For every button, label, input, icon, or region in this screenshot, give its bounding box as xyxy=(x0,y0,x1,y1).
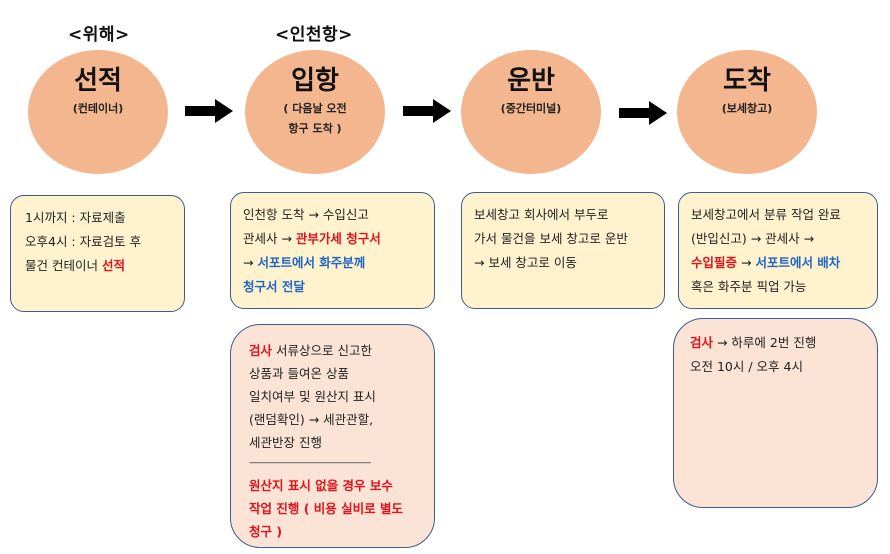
stage-transport: 운반 (중간터미널) xyxy=(461,50,601,174)
box4-line1: 보세창고에서 분류 작업 완료 xyxy=(691,207,841,222)
stage-loading-title: 선적 xyxy=(74,66,122,96)
inspect-right-label: 검사 xyxy=(690,335,714,350)
box3-line3: → 보세 창고로 이동 xyxy=(474,255,577,270)
stage-loading-sub: (컨테이너) xyxy=(72,102,124,115)
inspect-left-line3: 일치여부 및 원산지 표시 xyxy=(249,389,376,404)
box2-highlight-support: 서포트에서 화주분께 xyxy=(257,255,366,270)
stage-arrival-port-sub: ( 다음날 오전 항구 도착 ) xyxy=(283,102,347,135)
warehouse-info-box: 보세창고에서 분류 작업 완료 (반입신고) → 관세사 → 수입필증 → 서포… xyxy=(678,192,878,309)
box4-line4: 혹은 화주분 픽업 가능 xyxy=(691,279,807,294)
inspect-left-divider: ----------------------------------------… xyxy=(249,458,371,468)
right-arrow-icon xyxy=(185,99,233,123)
stage-loading: 선적 (컨테이너) xyxy=(28,50,168,174)
inspect-right-line1-text: → 하루에 2번 진행 xyxy=(713,335,817,350)
inspection-box-port: 검사 서류상으로 신고한 상품과 들여온 상품 일치여부 및 원산지 표시 (랜… xyxy=(230,324,435,548)
box1-line3: 물건 컨테이너 선적 xyxy=(25,254,170,278)
box4-line3: 수입필증 → 서포트에서 배차 xyxy=(691,251,865,275)
inspect-left-line8: 청구 ) xyxy=(249,524,283,539)
stage-arrival-port: 입항 ( 다음날 오전 항구 도착 ) xyxy=(245,50,385,174)
box1-line2: 오후4시 : 자료검토 후 xyxy=(25,234,142,249)
box2-line2: 관세사 → 관부가세 청구서 xyxy=(243,227,422,251)
box4-highlight-dispatch: 서포트에서 배차 xyxy=(755,255,841,270)
inspect-left-line5: 세관반장 진행 xyxy=(249,435,322,450)
box2-line2-text: 관세사 → xyxy=(243,231,296,246)
stage-transport-title: 운반 xyxy=(507,66,555,96)
box2-line1: 인천항 도착 → 수입신고 xyxy=(243,207,369,222)
stage-transport-sub: (중간터미널) xyxy=(500,102,562,115)
location-incheon: <인천항> xyxy=(275,25,353,45)
location-weihai: <위해> xyxy=(68,25,130,45)
inspect-left-line2: 상품과 들여온 상품 xyxy=(249,366,349,381)
box4-line3-arrow: → xyxy=(737,255,756,270)
box2-highlight-tax-bill: 관부가세 청구서 xyxy=(295,231,381,246)
inspect-left-line1: 검사 서류상으로 신고한 xyxy=(249,339,420,362)
right-arrow-icon xyxy=(619,101,667,125)
box1-highlight-loading: 선적 xyxy=(101,258,125,273)
inspect-right-line1: 검사 → 하루에 2번 진행 xyxy=(690,331,861,355)
box3-line1: 보세창고 회사에서 부두로 xyxy=(474,207,609,222)
loading-info-box: 1시까지 : 자료제출 오후4시 : 자료검토 후 물건 컨테이너 선적 xyxy=(10,195,185,312)
box2-line3: → 서포트에서 화주분께 xyxy=(243,251,422,275)
inspection-box-warehouse: 검사 → 하루에 2번 진행 오전 10시 / 오후 4시 xyxy=(673,318,878,508)
inspect-right-line2: 오전 10시 / 오후 4시 xyxy=(690,359,803,374)
inspect-left-line6: 원산지 표시 없을 경우 보수 xyxy=(249,478,393,493)
box1-line3-text: 물건 컨테이너 xyxy=(25,258,102,273)
box4-highlight-import-cert: 수입필증 xyxy=(691,255,738,270)
stage-arrival-warehouse: 도착 (보세창고) xyxy=(677,50,817,174)
inspect-left-line1-text: 서류상으로 신고한 xyxy=(272,343,372,358)
box1-line1: 1시까지 : 자료제출 xyxy=(25,210,126,225)
stage-arrival-warehouse-sub: (보세창고) xyxy=(721,102,773,115)
box4-line2: (반입신고) → 관세사 → xyxy=(691,231,815,246)
inspect-left-label: 검사 xyxy=(249,343,273,358)
transport-info-box: 보세창고 회사에서 부두로 가서 물건을 보세 창고로 운반 → 보세 창고로 … xyxy=(461,192,665,309)
inspect-left-line4: (랜덤확인) → 세관관할, xyxy=(249,412,374,427)
stage-arrival-port-title: 입항 xyxy=(291,66,339,96)
box2-line4: 청구서 전달 xyxy=(243,279,305,294)
stage-arrival-warehouse-title: 도착 xyxy=(723,66,771,96)
box2-line3-text: → xyxy=(243,255,258,270)
right-arrow-icon xyxy=(403,99,451,123)
arrival-info-box: 인천항 도착 → 수입신고 관세사 → 관부가세 청구서 → 서포트에서 화주분… xyxy=(230,192,435,309)
inspect-left-line7: 작업 진행 ( 비용 실비로 별도 xyxy=(249,501,403,516)
box3-line2: 가서 물건을 보세 창고로 운반 xyxy=(474,231,628,246)
